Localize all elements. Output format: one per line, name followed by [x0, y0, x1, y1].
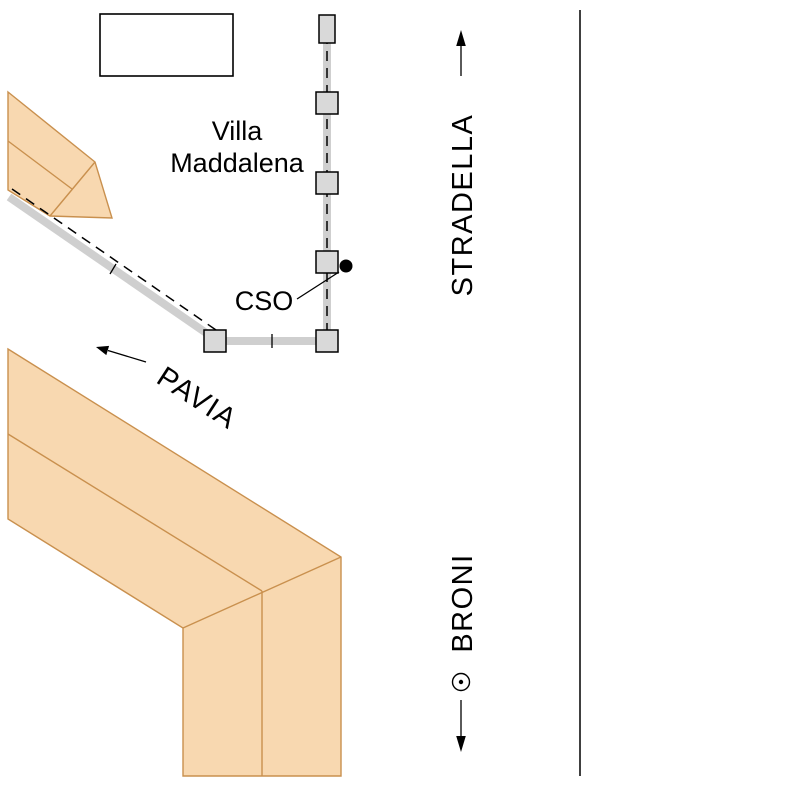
pipe-tick-diagonal-run	[109, 263, 117, 275]
survey-point-icon-dot	[458, 679, 464, 685]
villa-roof-gable-line	[49, 161, 96, 217]
cso-callout: CSO	[235, 259, 353, 316]
junction-box-3	[315, 250, 339, 274]
cso-label: CSO	[235, 286, 294, 316]
pipe-diagonal-dashed	[11, 188, 217, 331]
junction-box-2	[315, 171, 339, 195]
villa-roof-outline	[7, 90, 113, 219]
road-centerline-diagonal	[7, 433, 263, 592]
villa-maddalena-label: Villa Maddalena	[170, 116, 305, 178]
stradella-direction-label: STRADELLA	[447, 114, 479, 297]
junction-box-1	[315, 91, 339, 115]
stradella-direction: STRADELLA	[447, 30, 479, 296]
stradella-arrow-icon	[456, 30, 466, 46]
pavia-arrow-shaft	[107, 349, 147, 363]
road-corner-parcel-outline	[7, 347, 342, 777]
cso-leader-line	[296, 271, 340, 300]
junction-box-4	[315, 329, 339, 353]
villa-roof-ridge-line	[7, 140, 73, 190]
building-outline-rect	[99, 13, 234, 77]
pavia-direction-label: PAVIA	[151, 361, 243, 436]
junction-box-corner	[203, 329, 227, 353]
road-corner-miter-line	[182, 556, 342, 629]
pipe-end-box	[318, 14, 336, 44]
broni-direction: BRONI	[447, 553, 479, 752]
road-corner-parcel	[7, 347, 342, 777]
cso-point-marker	[339, 259, 353, 273]
broni-direction-label: BRONI	[447, 553, 479, 652]
villa-label-line1: Villa	[212, 116, 264, 146]
pipe-diagonal-gray	[6, 193, 215, 341]
broni-arrow-icon	[456, 736, 466, 752]
villa-maddalena-building	[7, 90, 113, 219]
villa-label-line2: Maddalena	[170, 148, 305, 178]
pipeline-network	[6, 14, 339, 353]
pavia-arrow-icon	[96, 345, 110, 356]
